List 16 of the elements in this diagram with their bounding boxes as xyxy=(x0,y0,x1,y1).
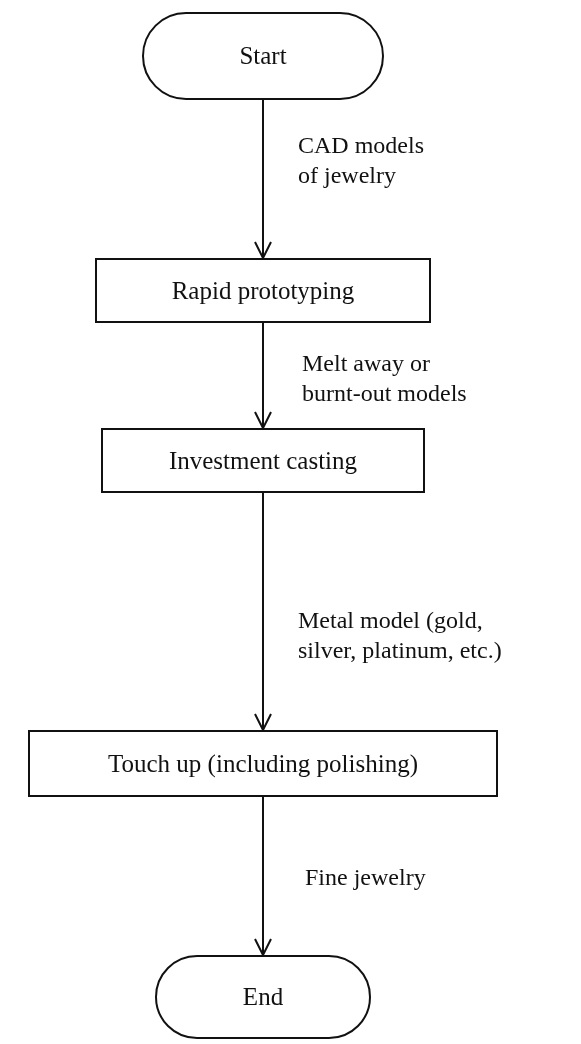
edge-label: Fine jewelry xyxy=(305,863,427,892)
node-label: End xyxy=(242,983,284,1011)
node-label: Touch up (including polishing) xyxy=(108,749,418,778)
edge-label: Metal model (gold, silver, platinum, etc.) xyxy=(298,606,503,665)
process-box xyxy=(101,428,425,493)
arrow xyxy=(254,492,272,731)
node-label: Start xyxy=(239,42,287,70)
process-box xyxy=(95,258,431,323)
arrow xyxy=(254,796,272,956)
node-label: Investment casting xyxy=(168,446,358,475)
process-box xyxy=(28,730,498,797)
arrow xyxy=(254,99,272,259)
edge-label: Melt away or burnt-out models xyxy=(302,349,468,408)
edge-label: CAD models of jewelry xyxy=(298,131,425,190)
arrow xyxy=(254,322,272,429)
node-label: Rapid prototyping xyxy=(171,276,355,305)
